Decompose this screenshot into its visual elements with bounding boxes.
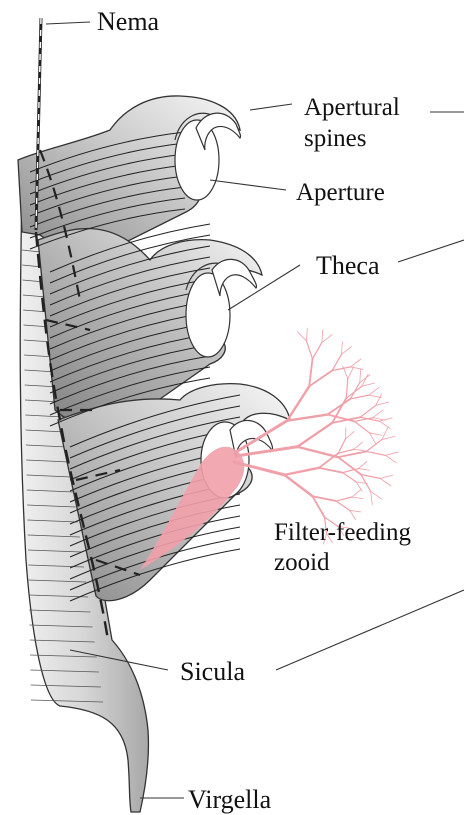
zooid-tentacle [287,415,327,421]
zooid-tentacle [369,433,382,436]
label-sicula: Sicula [180,657,245,686]
zooid-tentacle [382,428,388,440]
zooid-tentacle [369,387,379,395]
zooid-tentacle [346,386,362,398]
zooid-tentacle [297,332,306,341]
zooid-tentacle [358,461,367,468]
zooid-tentacle [332,367,350,371]
leader-sicula-right [276,590,464,670]
zooid-tentacle [376,402,389,405]
zooid-tentacle [385,455,396,462]
zooid-tentacle [306,328,307,341]
zooid-tentacle [350,395,368,399]
label-aperture: Aperture [296,179,385,206]
zooid-tentacle [380,475,393,478]
zooid-tentacle [379,421,390,428]
zooid-tentacle [332,354,341,370]
label-apertural-line1: Apertural [304,94,400,121]
zooid-tentacle [297,447,338,457]
zooid-tentacle [309,359,312,387]
zooid-tentacle [356,482,362,491]
zooid-tentacle [322,330,323,343]
zooid-tentacle [350,510,361,512]
leader-theca-right [398,240,464,262]
zooid-tentacle [306,341,312,359]
zooid-tentacle [366,451,385,455]
zooid-tentacle [360,405,376,417]
zooid-tentacle [354,449,365,451]
zooid-tentacle [313,342,322,358]
zooid-tentacle [371,491,382,498]
zooid-tentacle [284,475,312,496]
zooid-tentacle [352,490,361,497]
leader-apertural-spines [250,104,292,110]
zooid-tentacle [360,370,361,383]
leader-nema [46,22,90,24]
label-filter-feeding-line2: zooid [274,549,330,576]
label-filter-feeding-line1: Filter-feeding [274,519,411,546]
label-virgella: Virgella [188,785,272,814]
zooid-tentacle [373,410,383,418]
zooid-tentacle [354,421,369,432]
zooid-tentacle [319,468,343,473]
zooid-tentacle [284,468,319,475]
zooid-tentacle [343,473,356,482]
zooid-tentacle [348,367,354,379]
zooid-tentacle [371,491,373,504]
zooid-tentacle [336,497,352,501]
zooid-tentacle [369,433,375,444]
zooid-tentacle [385,452,398,455]
zooid-tentacle [361,475,380,479]
zooid-tentacle [341,347,351,355]
zooid-tentacle [336,501,349,510]
zooid-tentacle [380,478,391,485]
zooid-tentacle [322,335,332,343]
zooid-tentacle [376,394,382,406]
zooid-tentacle [341,341,342,354]
zooid-tentacle [358,469,369,471]
label-theca: Theca [316,251,380,280]
zooid-tentacle [360,375,370,383]
zooid-tentacle [309,371,332,387]
zooid-tentacle [313,496,325,517]
zooid-tentacle [352,497,363,499]
leader-aperture [210,180,286,190]
zooid-tentacle [362,383,375,386]
zooid-tentacle [346,432,355,439]
zooid-tentacle [297,423,332,447]
label-nema: Nema [97,7,160,36]
zooid-tentacle [382,436,395,439]
zooid-tentacle [351,359,361,367]
zooid-tentacle [346,379,347,398]
zooid-tentacle [354,442,363,449]
zooid-tentacle [287,386,309,420]
zooid-tentacle [313,496,337,501]
label-apertural-line2: spines [304,125,367,152]
